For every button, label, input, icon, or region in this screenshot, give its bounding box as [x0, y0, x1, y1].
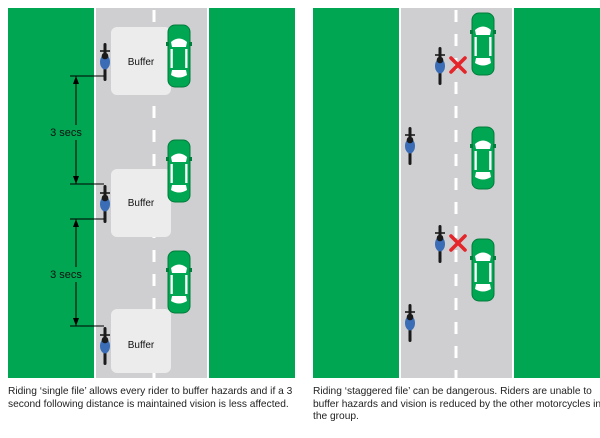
car-icon [469, 238, 497, 302]
car-icon [469, 12, 497, 76]
gap-label: 3 secs [50, 269, 82, 281]
car-icon [165, 139, 193, 203]
buffer-zone: Buffer [111, 27, 171, 95]
gap-label: 3 secs [50, 127, 82, 139]
staggered-file-caption: Riding ‘staggered file’ can be dangerous… [313, 386, 600, 422]
car-icon [165, 250, 193, 314]
staggered-file-road-scene [313, 8, 600, 378]
single-file-road-scene: Buffer Buffer Buffer 3 secs [8, 8, 295, 378]
buffer-label: Buffer [128, 57, 155, 68]
staggered-file-diagram [313, 8, 600, 378]
single-file-caption: Riding ‘single file’ allows every rider … [8, 386, 293, 410]
buffer-label: Buffer [128, 198, 155, 209]
buffer-label: Buffer [128, 340, 155, 351]
single-file-diagram: Buffer Buffer Buffer 3 secs [8, 8, 295, 378]
buffer-zone: Buffer [111, 309, 171, 373]
car-icon [469, 126, 497, 190]
buffer-zone: Buffer [111, 169, 171, 237]
car-icon [165, 24, 193, 88]
